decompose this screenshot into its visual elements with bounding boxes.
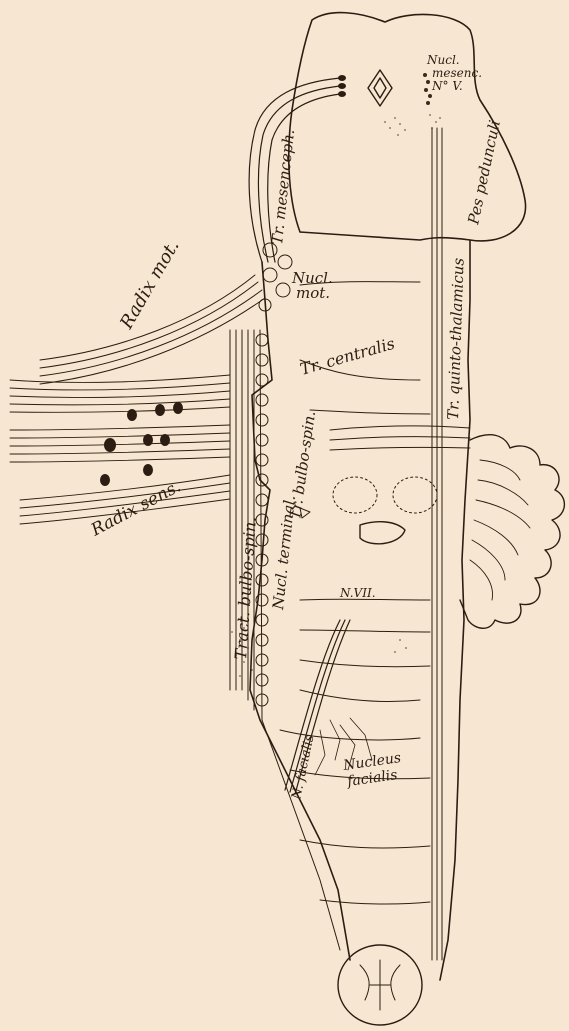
label-n-vii: N.VII. [339,586,376,600]
label-pes-pedunculi: Pes pedunculi [464,118,504,226]
label-tr-centralis: Tr. centralis [298,334,397,379]
aqueduct-diamond [368,70,392,106]
label-nucl-mesenc-3: N° V. [431,79,463,93]
label-radix-mot: Radix mot. [116,237,184,334]
label-nucl-mesenc-2: mesenc. [432,66,482,80]
label-nucl-mot-2: mot. [296,284,330,302]
label-n-facialis: N. facialis [289,733,318,802]
cerebellum-folia [470,460,530,600]
spinal-cord-grey-matter [360,960,400,1010]
quinto-thalamic-tract [432,128,442,960]
radix-sens-fibers [10,375,230,524]
mesencephalic-nucleus-dots [423,73,432,105]
label-nucl-mesenc-1: Nucl. [426,53,460,67]
label-radix-sens: Radix sens. [87,477,184,541]
cerebellum-outline [460,435,564,629]
stipple-patches [231,114,441,677]
central-ovals [333,477,437,513]
label-tr-mesenceph: Tr. mesenceph. [268,128,298,245]
label-nucl-terminal: Nucl. terminal. [269,494,299,611]
fourth-ventricle [360,522,405,544]
label-tr-quinto-thalamicus: Tr. quinto-thalamicus [444,257,468,420]
mesencephalic-cell-bodies [338,75,346,97]
